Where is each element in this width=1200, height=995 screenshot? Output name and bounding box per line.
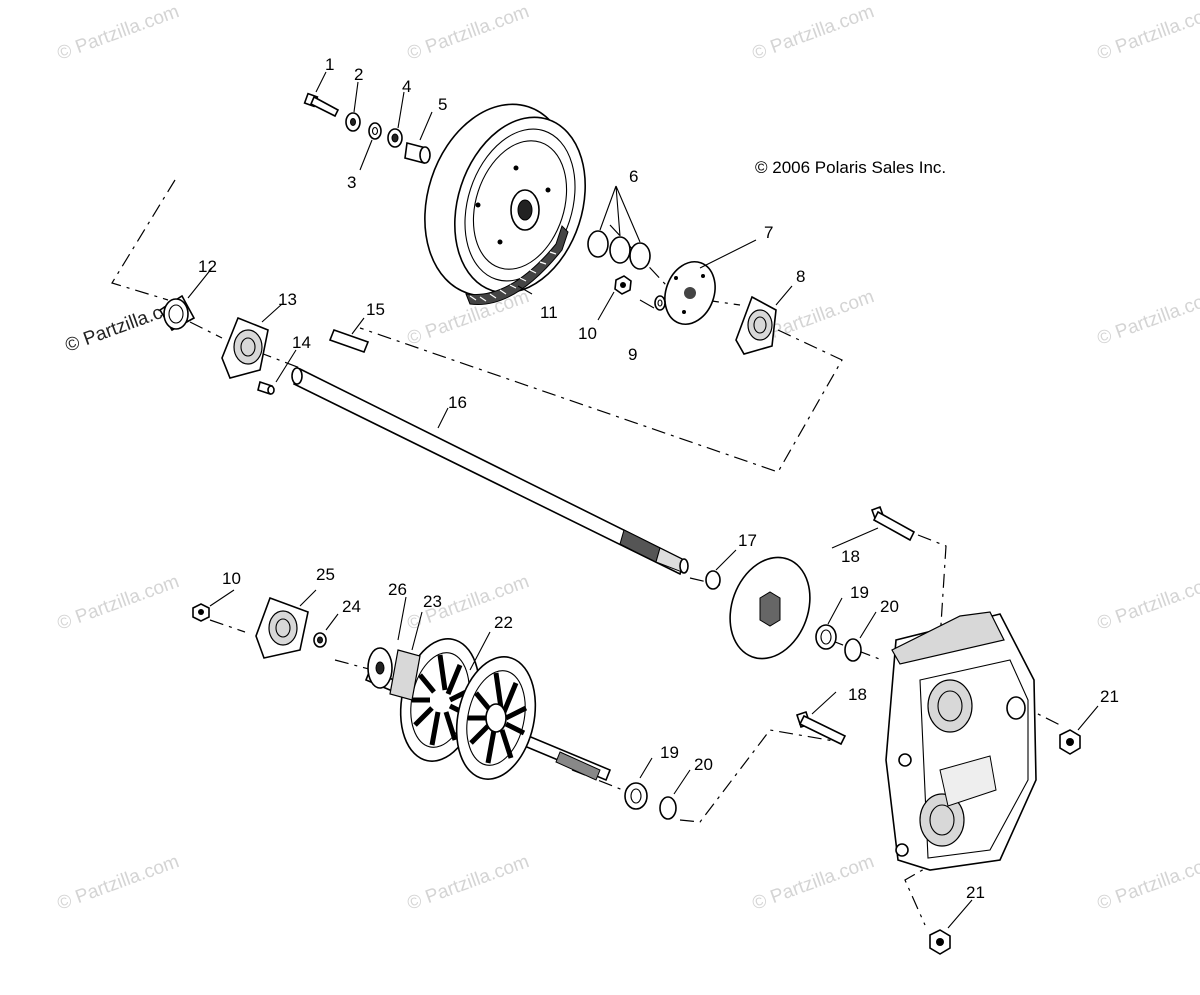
watermark: © Partzilla.com: [1095, 851, 1200, 915]
callout-25: 25: [316, 565, 335, 584]
callout-16: 16: [448, 393, 467, 412]
callout-18-lower: 18: [848, 685, 867, 704]
watermark: © Partzilla.com: [750, 1, 877, 65]
part-4-washer: [387, 128, 403, 148]
driven-sprocket-pulley: [424, 103, 586, 297]
part-6-o-rings: [587, 230, 651, 270]
part-19-bearing-upper: [815, 624, 837, 650]
watermark: © Partzilla.com: [55, 571, 182, 635]
watermark: © Partzilla.com: [55, 851, 182, 915]
part-2-washer: [345, 112, 361, 132]
callout-3: 3: [347, 173, 356, 192]
callout-7: 7: [764, 223, 773, 242]
callout-12: 12: [198, 257, 217, 276]
callout-2: 2: [354, 65, 363, 84]
callout-21-lower: 21: [966, 883, 985, 902]
part-10-nut-upper: [614, 275, 632, 295]
callout-24: 24: [342, 597, 361, 616]
part-14-pin: [257, 380, 275, 396]
part-26-sprocket-end: [367, 647, 393, 689]
part-9-washer: [654, 295, 666, 311]
callout-19-lower: 19: [660, 743, 679, 762]
part-3-washer: [368, 122, 382, 140]
chaincase-housing: [885, 611, 1037, 871]
watermark: © Partzilla.com: [405, 1, 532, 65]
part-13-bearing-flange: [221, 316, 269, 379]
part-12-bearing: [158, 294, 196, 332]
part-20-seal-lower: [659, 796, 677, 820]
part-22-drive-sprocket-assembly: [364, 638, 612, 782]
callout-20-upper: 20: [880, 597, 899, 616]
leader-lines: [187, 71, 1099, 929]
part-25-bearing-flange: [255, 596, 309, 659]
callout-20-lower: 20: [694, 755, 713, 774]
part-21-nut-upper: [1059, 729, 1081, 755]
alignment-line-right: [689, 534, 1061, 926]
part-5-spacer: [404, 141, 431, 165]
part-10-nut-lower: [192, 603, 210, 622]
watermark: © Partzilla.com: [1095, 286, 1200, 350]
callout-1: 1: [325, 55, 334, 74]
part-18-bolt-lower: [795, 710, 847, 746]
callout-15: 15: [366, 300, 385, 319]
part-17-clip: [705, 570, 721, 590]
callout-21-upper: 21: [1100, 687, 1119, 706]
callout-18-upper: 18: [841, 547, 860, 566]
part-1-bolt: [303, 92, 340, 118]
part-21-nut-lower: [929, 929, 951, 955]
part-23-shaft-hub: [389, 649, 421, 701]
part-7-plate: [664, 261, 716, 325]
part-8-bearing-flange: [735, 295, 777, 355]
callout-14: 14: [292, 333, 311, 352]
callout-10-lower: 10: [222, 569, 241, 588]
callout-11: 11: [540, 303, 558, 322]
part-18-bolt-upper: [870, 505, 916, 542]
watermark: © Partzilla.com: [55, 1, 182, 65]
callout-8: 8: [796, 267, 805, 286]
callout-19-upper: 19: [850, 583, 869, 602]
part-11-chain: [465, 225, 569, 306]
callout-6: 6: [629, 167, 638, 186]
callout-26: 26: [388, 580, 407, 599]
copyright-text: © 2006 Polaris Sales Inc.: [755, 158, 946, 177]
callout-5: 5: [438, 95, 447, 114]
callout-22: 22: [494, 613, 513, 632]
callout-17: 17: [738, 531, 757, 550]
watermark: © Partzilla.com: [405, 851, 532, 915]
brake-disc: [729, 556, 811, 660]
watermark: © Partzilla.com: [1095, 1, 1200, 65]
watermark: © Partzilla.com: [1095, 571, 1200, 635]
callout-23: 23: [423, 592, 442, 611]
part-19-bearing-lower: [624, 782, 648, 810]
watermark: © Partzilla.com: [750, 851, 877, 915]
part-24-bushing: [313, 632, 327, 648]
part-20-seal-upper: [844, 638, 862, 662]
part-15-key: [328, 328, 370, 354]
part-16-driveshaft: [291, 367, 689, 576]
callout-9: 9: [628, 345, 637, 364]
callout-13: 13: [278, 290, 297, 309]
callout-4: 4: [402, 77, 411, 96]
callout-10: 10: [578, 324, 597, 343]
